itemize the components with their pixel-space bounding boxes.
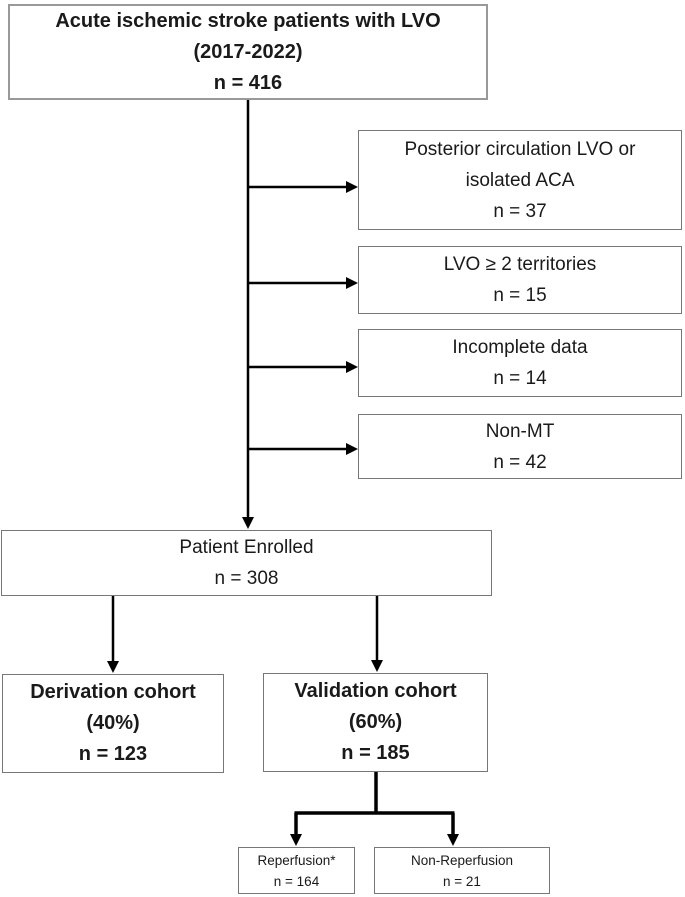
reperfusion-arrowhead-icon [290, 834, 302, 846]
exclusion-box-non-mt: Non-MT n = 42 [358, 414, 682, 479]
exclusion-box-line: n = 14 [493, 368, 547, 389]
top-box-line: n = 416 [213, 71, 283, 94]
derivation-cohort-box: Derivation cohort (40%) n = 123 [2, 674, 224, 773]
top-box: Acute ischemic stroke patients with LVO … [8, 4, 488, 100]
non-reperfusion-box: Non-Reperfusion n = 21 [374, 847, 550, 894]
exclusion-box-line: Non-MT [485, 420, 555, 442]
reperfusion-box-line: n = 164 [273, 873, 320, 889]
exclusion-box-line: n = 42 [493, 451, 547, 473]
enrolled-box: Patient Enrolled n = 308 [1, 530, 492, 596]
reperfusion-box: Reperfusion* n = 164 [238, 847, 355, 894]
derivation-box-line: Derivation cohort [30, 681, 196, 703]
enrolled-box-line: Patient Enrolled [179, 537, 314, 558]
validation-box-line: Validation cohort [294, 680, 457, 702]
non-reperfusion-box-line: Non-Reperfusion [410, 852, 514, 868]
validation-box-line: (60%) [348, 711, 403, 733]
branch-arrowhead-1-icon [346, 181, 358, 193]
top-box-line: Acute ischemic stroke patients with LVO [55, 9, 441, 32]
exclusion-box-line: isolated ACA [465, 169, 575, 191]
exclusion-box-incomplete-data: Incomplete data n = 14 [358, 329, 682, 397]
spine-arrowhead-icon [242, 517, 254, 529]
validation-arrowhead-icon [371, 660, 383, 672]
exclusion-box-lvo-territories: LVO ≥ 2 territories n = 15 [358, 246, 682, 314]
enrolled-box-line: n = 308 [214, 568, 279, 589]
non-reperfusion-arrowhead-icon [447, 834, 459, 846]
exclusion-box-line: LVO ≥ 2 territories [443, 254, 597, 275]
exclusion-box-line: n = 37 [493, 200, 547, 222]
exclusion-box-posterior-aca: Posterior circulation LVO or isolated AC… [358, 130, 682, 230]
derivation-box-line: n = 123 [78, 743, 148, 765]
branch-arrowhead-4-icon [346, 443, 358, 455]
top-box-line: (2017-2022) [193, 40, 303, 63]
branch-arrowhead-2-icon [346, 277, 358, 289]
derivation-arrowhead-icon [107, 661, 119, 673]
validation-box-line: n = 185 [341, 742, 410, 764]
non-reperfusion-box-line: n = 21 [443, 873, 481, 889]
reperfusion-box-line: Reperfusion* [257, 852, 336, 868]
derivation-box-line: (40%) [86, 712, 140, 734]
exclusion-box-line: Incomplete data [452, 337, 588, 358]
exclusion-box-line: n = 15 [493, 285, 547, 306]
branch-arrowhead-3-icon [346, 361, 358, 373]
validation-cohort-box: Validation cohort (60%) n = 185 [263, 673, 488, 772]
exclusion-box-line: Posterior circulation LVO or [404, 138, 636, 160]
